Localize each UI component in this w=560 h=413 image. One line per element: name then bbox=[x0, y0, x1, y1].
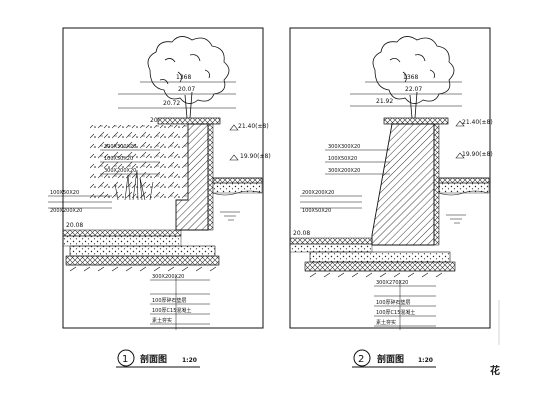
section-2-dim-top-span: 1368 bbox=[403, 74, 418, 81]
section-2-label-wall-finish: 300X270X20 bbox=[376, 280, 408, 286]
section-1-grass bbox=[114, 169, 154, 201]
section-2-base-level: 20.08 bbox=[293, 230, 310, 237]
section-2-dim-upper-offset: 22.07 bbox=[405, 86, 422, 93]
section-2-label-paving-a: 100X50X20 bbox=[328, 156, 357, 162]
section-2-elevation-mid: 19.90(±8) bbox=[462, 151, 493, 158]
section-1-label-wall-finish: 300X200X20 bbox=[152, 274, 184, 280]
section-2-right-soil-line bbox=[438, 190, 489, 196]
section-1-right-soil-line bbox=[212, 190, 263, 196]
section-1-wall-finish bbox=[207, 123, 214, 231]
section-1-number-circle bbox=[117, 349, 135, 367]
section-1-tree-canopy bbox=[147, 36, 230, 119]
section-1-base-level: 20.08 bbox=[66, 222, 83, 229]
section-1-label-cap-stone: 300X300X20 bbox=[104, 144, 136, 150]
section-1-dim-top-span: 1368 bbox=[176, 74, 191, 81]
section-1-label-paving-a: 100X50X20 bbox=[104, 156, 133, 162]
section-1-label-base-a: 100X50X20 bbox=[50, 190, 79, 196]
section-2-frame bbox=[289, 27, 491, 329]
section-2-label-cap-stone: 300X300X20 bbox=[328, 144, 360, 150]
section-2-number-circle bbox=[353, 349, 371, 367]
section-2-right-gravel bbox=[438, 182, 490, 194]
section-2-wall-finish bbox=[433, 123, 440, 246]
section-1-label-paving-b: 300X200X20 bbox=[104, 168, 136, 174]
section-2-elevation-top: 21.40(±8) bbox=[462, 119, 493, 126]
section-2-elevation-markers bbox=[455, 120, 465, 159]
section-2-label-soil: 素土夯实 bbox=[376, 319, 396, 326]
sheet-title-fragment: 花 bbox=[490, 366, 500, 377]
section-1-left-paving bbox=[62, 229, 182, 237]
section-2-left-gravel bbox=[289, 243, 373, 253]
section-2-left-paving bbox=[289, 237, 373, 245]
section-1-drawing: 1368 20.07 20.72 20 21.40 bbox=[48, 27, 271, 368]
section-2-label-base-a: 200X200X20 bbox=[302, 190, 334, 196]
section-2-right-paving bbox=[438, 177, 490, 184]
section-2-dim-mid-left: 21.92 bbox=[376, 98, 393, 105]
section-1-water-mark bbox=[220, 211, 240, 221]
section-1-dim-mid-left: 20.72 bbox=[163, 100, 180, 107]
section-1-label-soil: 素土夯实 bbox=[152, 317, 172, 324]
section-1-label-gravel: 100厚碎石垫层 bbox=[152, 297, 187, 304]
section-2-number: 2 bbox=[358, 354, 364, 365]
section-1-cap-stone bbox=[157, 117, 221, 125]
section-1-number: 1 bbox=[122, 354, 128, 365]
section-2-title: 剖面图 bbox=[377, 353, 404, 365]
section-1-foundation-concrete bbox=[69, 245, 216, 257]
section-1-elevation-top: 21.40(±8) bbox=[238, 123, 269, 130]
section-1-label-concrete: 100厚C15混凝土 bbox=[152, 307, 191, 314]
section-1-elevation-markers bbox=[229, 124, 239, 161]
section-1-foundation-soil bbox=[66, 264, 219, 272]
section-2-label-base-b: 100X50X20 bbox=[302, 208, 331, 214]
section-1-dim-edge-mark: 20 bbox=[150, 117, 158, 124]
section-1-elevation-mid: 19.90(±8) bbox=[240, 153, 271, 160]
section-1-leader-lines bbox=[48, 149, 210, 330]
section-1-right-paving bbox=[212, 177, 263, 184]
section-2-foundation-concrete bbox=[309, 251, 451, 263]
section-2-foundation-soil bbox=[305, 270, 455, 278]
section-2-water-mark bbox=[446, 214, 466, 224]
section-1-left-gravel bbox=[62, 235, 182, 247]
section-2-tree-canopy bbox=[372, 36, 455, 119]
section-1-dim-upper-offset: 20.07 bbox=[178, 86, 195, 93]
section-1-scale: 1:20 bbox=[182, 357, 197, 364]
section-2-scale: 1:20 bbox=[418, 357, 433, 364]
section-1-label-base-b: 200X200X20 bbox=[50, 208, 82, 214]
section-2-label-concrete: 100厚C15混凝土 bbox=[376, 309, 415, 316]
section-1-planter-soil bbox=[90, 125, 188, 200]
section-2-leader-lines bbox=[300, 149, 436, 330]
section-2-cap-stone bbox=[383, 117, 449, 125]
section-1-foundation-gravel bbox=[65, 255, 220, 266]
section-2-label-paving-b: 300X200X20 bbox=[328, 168, 360, 174]
section-1-title: 剖面图 bbox=[140, 353, 167, 365]
section-2-drawing: 1368 22.07 21.92 21.40(±8) 19.90(±8) bbox=[289, 27, 493, 368]
section-2-label-gravel: 100厚碎石垫层 bbox=[376, 299, 411, 306]
section-2-foundation-gravel bbox=[304, 261, 456, 272]
section-1-frame bbox=[62, 27, 264, 329]
section-2-planter-wall bbox=[371, 123, 435, 246]
